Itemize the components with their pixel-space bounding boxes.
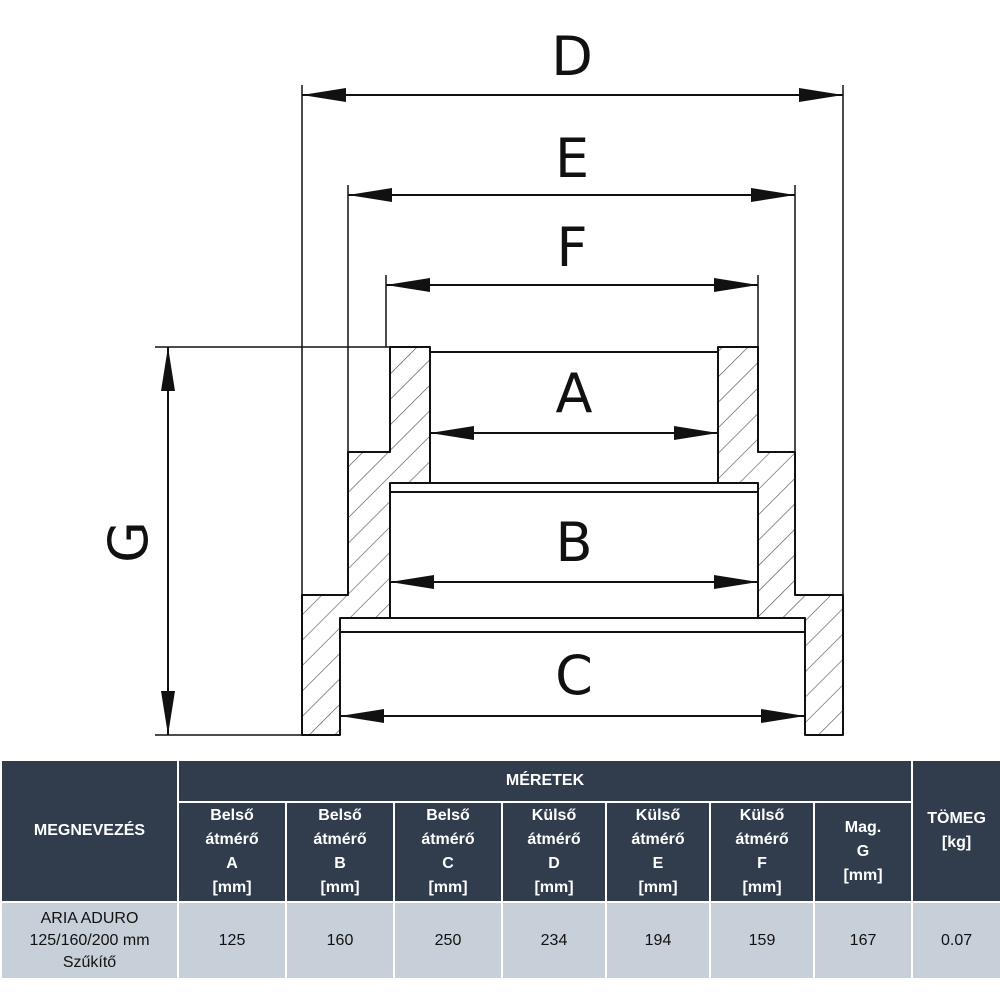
header-col-line: G: [856, 843, 870, 860]
header-col-line: [mm]: [212, 879, 252, 896]
cell-weight: 0.07: [911, 901, 1000, 980]
header-col-line: Belső: [426, 807, 470, 824]
label-a: A: [556, 362, 593, 425]
header-col-line: [mm]: [843, 867, 883, 884]
reducer-cross-section-drawing: D E F A B C G: [97, 25, 844, 736]
header-col-line: átmérő: [527, 831, 581, 848]
header-col-line: Belső: [318, 807, 362, 824]
header-col-line: Belső: [210, 807, 254, 824]
header-col-line: A: [226, 855, 238, 872]
header-col-line: átmérő: [205, 831, 259, 848]
label-f: F: [556, 216, 587, 279]
cell-value-c: 250: [393, 901, 503, 980]
cell-product-name: ARIA ADURO 125/160/200 mm Szűkítő: [0, 901, 179, 980]
header-col-line: [mm]: [428, 879, 468, 896]
dimension-lines: [161, 88, 843, 735]
label-d: D: [551, 25, 593, 88]
header-col-c: Belső átmérő C [mm]: [393, 801, 503, 903]
header-col-e: Külső átmérő E [mm]: [605, 801, 711, 903]
header-col-line: Külső: [739, 807, 785, 824]
header-col-line: Külső: [635, 807, 681, 824]
header-col-line: C: [442, 855, 454, 872]
header-name-text: MEGNEVEZÉS: [33, 822, 146, 839]
cell-value-d: 234: [501, 901, 607, 980]
header-col-d: Külső átmérő D [mm]: [501, 801, 607, 903]
header-dimensions-text: MÉRETEK: [505, 772, 585, 789]
header-col-line: E: [652, 855, 664, 872]
header-weight-line1: TÖMEG: [927, 810, 986, 827]
header-col-a: Belső átmérő A [mm]: [177, 801, 287, 903]
header-col-line: D: [548, 855, 560, 872]
product-name-line: 125/160/200 mm: [29, 931, 150, 949]
cell-value-e: 194: [605, 901, 711, 980]
header-weight-line2: [kg]: [941, 834, 972, 851]
right-wall-section: [717, 346, 844, 736]
header-col-line: [mm]: [534, 879, 574, 896]
header-col-b: Belső átmérő B [mm]: [285, 801, 395, 903]
label-g: G: [97, 521, 160, 563]
label-b: B: [555, 511, 592, 574]
cell-value-b: 160: [285, 901, 395, 980]
product-name-line: ARIA ADURO: [40, 909, 139, 927]
inner-edge-lines: [340, 351, 805, 633]
header-name: MEGNEVEZÉS: [0, 759, 179, 903]
header-col-line: Külső: [531, 807, 577, 824]
product-name-line: Szűkítő: [62, 953, 117, 971]
cell-value-a: 125: [177, 901, 287, 980]
dimensions-table: MEGNEVEZÉS MÉRETEK TÖMEG [kg] Belső átmé…: [0, 759, 1000, 980]
table-row: ARIA ADURO 125/160/200 mm Szűkítő 125 16…: [0, 901, 1000, 980]
cell-value-f: 159: [709, 901, 815, 980]
label-e: E: [555, 127, 589, 190]
header-col-line: [mm]: [320, 879, 360, 896]
header-col-line: átmérő: [313, 831, 367, 848]
header-col-line: átmérő: [735, 831, 789, 848]
left-wall-section: [301, 346, 431, 736]
header-col-line: átmérő: [421, 831, 475, 848]
header-col-g: Mag. G [mm]: [812, 801, 914, 903]
header-dimensions-group: MÉRETEK: [176, 759, 914, 803]
header-weight: TÖMEG [kg]: [911, 759, 1000, 903]
label-c: C: [555, 644, 593, 707]
cell-value-g: 167: [812, 901, 914, 980]
header-col-line: Mag.: [844, 819, 882, 836]
extension-lines: [155, 85, 844, 736]
header-col-line: F: [757, 855, 767, 872]
header-col-line: [mm]: [638, 879, 678, 896]
header-col-line: átmérő: [631, 831, 685, 848]
header-col-f: Külső átmérő F [mm]: [709, 801, 815, 903]
header-col-line: B: [334, 855, 346, 872]
header-col-line: [mm]: [742, 879, 782, 896]
